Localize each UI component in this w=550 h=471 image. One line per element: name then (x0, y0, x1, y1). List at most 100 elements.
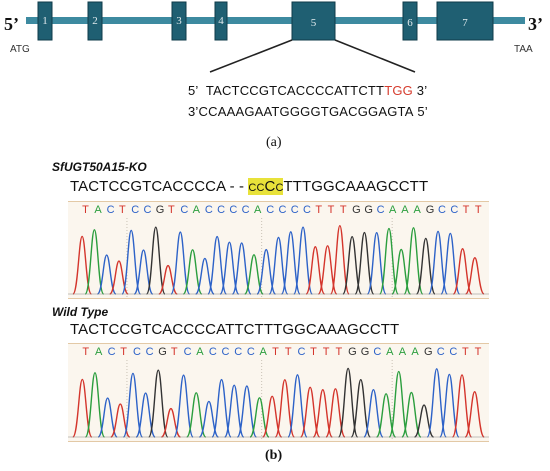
exon-label-2: 2 (92, 15, 98, 27)
target-top-strand: 5’ TACTCCGTCACCCCATTCTTTGG 3’ (188, 83, 427, 98)
exon-1 (37, 1, 53, 41)
target-bottom-suffix: 5’ (417, 104, 428, 119)
base-call: C (183, 346, 192, 358)
trace-peak (287, 374, 308, 438)
base-call: G (158, 346, 167, 358)
base-call: C (450, 204, 459, 216)
trace-peak (198, 400, 220, 438)
base-call: C (217, 204, 226, 216)
trace-peak (299, 386, 321, 438)
exon-4 (214, 1, 228, 41)
base-call: T (327, 204, 335, 216)
base-call: T (335, 346, 343, 358)
trace-peak (72, 235, 93, 295)
trace-peak (325, 388, 346, 438)
trace-peak (379, 227, 399, 295)
start-codon-label: ATG (10, 44, 30, 55)
target-bottom-seq: CCAAAGAATGGGGTGACGGAGTA (198, 104, 414, 119)
base-call: T (322, 346, 330, 358)
base-call: T (82, 204, 89, 216)
base-call: C (278, 204, 287, 216)
base-call: A (413, 204, 421, 216)
trace-peak (96, 254, 117, 295)
base-call: C (132, 346, 141, 358)
trace-peak (439, 373, 460, 438)
trace-peak (274, 379, 296, 438)
base-call: C (241, 204, 250, 216)
base-call: C (106, 204, 115, 216)
trace-peak (329, 224, 350, 295)
trace-peak (97, 397, 118, 438)
exon-label-1: 1 (42, 15, 48, 27)
trace-peak (391, 248, 412, 295)
trace-peak (403, 227, 424, 295)
base-call: T (284, 346, 292, 358)
trace-peak (261, 395, 283, 438)
five-prime-label: 5’ (4, 14, 19, 34)
exon-7 (436, 1, 494, 41)
base-call: T (272, 346, 279, 358)
exon-label-6: 6 (407, 17, 413, 29)
knockout-seq-end: TTTGGCAAAGCCTT (283, 178, 429, 195)
exon-6 (402, 1, 418, 41)
insert-small-2: C (275, 182, 284, 194)
knockout-title: SfUGT50A15-KO (52, 160, 147, 174)
three-prime-label: 3’ (528, 14, 543, 34)
trace-peak (148, 369, 169, 438)
panel-a-label: (a) (266, 135, 282, 150)
trace-peak (451, 374, 473, 438)
trace-peak (121, 229, 142, 295)
trace-peak (388, 370, 409, 438)
trace-peak (401, 391, 422, 438)
base-call: A (192, 204, 200, 216)
base-call: G (360, 346, 370, 358)
insert-big: C (264, 178, 276, 195)
trace-peak (84, 372, 106, 438)
trace-peak (354, 231, 375, 295)
knockout-chromatogram (68, 218, 489, 298)
base-call: T (168, 204, 175, 216)
base-call: A (94, 346, 103, 358)
base-call: T (82, 346, 90, 358)
base-call: A (259, 346, 267, 358)
trace-peak (363, 388, 384, 438)
base-call: C (297, 346, 306, 358)
trace-peak (305, 246, 326, 295)
trace-peak (312, 389, 333, 438)
target-top-suffix: 3’ (416, 83, 428, 98)
base-call: A (411, 346, 419, 358)
base-call: C (180, 204, 189, 216)
trace-peak (219, 241, 240, 295)
trace-peak (194, 257, 215, 295)
trace-peak (293, 226, 313, 295)
base-call: C (303, 204, 311, 216)
trace-peak (236, 385, 258, 438)
base-call: T (315, 204, 323, 216)
base-call: T (310, 346, 317, 358)
target-top-prefix: 5’ (188, 83, 199, 98)
base-call: T (118, 204, 126, 216)
trace-peak (428, 230, 448, 295)
base-call: G (155, 204, 165, 216)
base-call: A (253, 204, 262, 216)
trace-peak (72, 378, 93, 438)
trace-peak (186, 392, 207, 438)
base-call: C (229, 204, 238, 216)
trace-peak (464, 391, 485, 438)
base-call: C (436, 346, 445, 358)
base-call: A (388, 204, 397, 216)
base-call: T (120, 346, 128, 358)
zoom-line-right (334, 39, 416, 73)
trace-peak (350, 379, 371, 438)
exon-2 (87, 1, 103, 41)
base-call: C (208, 346, 217, 358)
target-top-seq: TACTCCGTCACCCCATTCTT (205, 83, 385, 98)
wild-type-title: Wild Type (52, 305, 109, 319)
insertion-highlight: CCCC (248, 178, 284, 195)
pam-sequence: TGG (384, 83, 413, 98)
trace-peak (122, 372, 144, 438)
trace-peak (133, 249, 154, 295)
